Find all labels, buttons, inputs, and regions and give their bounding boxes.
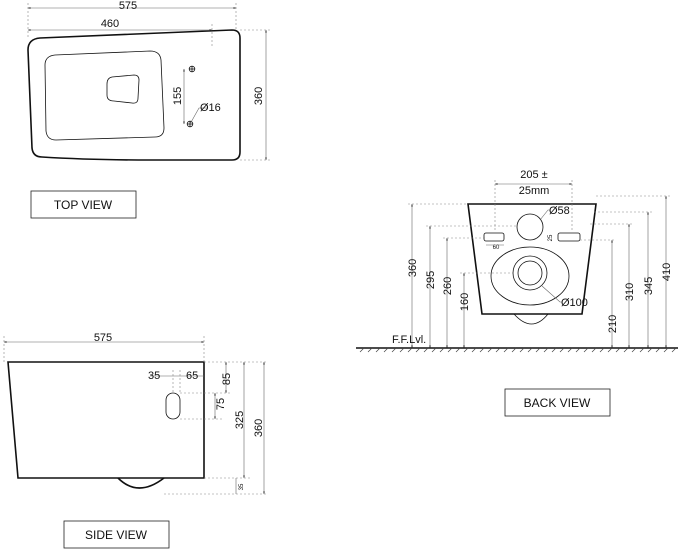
- top-view-outline: [27, 29, 241, 161]
- dim-back-310: 310: [624, 283, 636, 301]
- hatch-line: [551, 347, 557, 353]
- hatch-line: [447, 347, 453, 353]
- hatch-line: [607, 347, 613, 353]
- dim-back-spacing-line2: 25mm: [519, 185, 550, 197]
- hatch-line: [591, 347, 597, 353]
- hatch-line: [535, 347, 541, 353]
- side-view-caption-box: [63, 520, 170, 549]
- dim-top-460: 460: [101, 18, 119, 30]
- dim-side-75: 75: [215, 398, 227, 410]
- back-view-outline: [467, 203, 597, 315]
- floor-hatching: [359, 347, 677, 353]
- side-view: 575 35 65 85 75 325 360 35 SIDE VIEW: [3, 332, 268, 549]
- hatch-line: [567, 347, 573, 353]
- back-view-left-slot: [483, 232, 505, 242]
- top-view-seat-rim: [44, 50, 165, 141]
- back-view-outlet-ring: [490, 246, 570, 306]
- hatch-line: [463, 347, 469, 353]
- hatch-line: [471, 347, 477, 353]
- hatch-line: [655, 347, 661, 353]
- dim-side-small-35: 35: [239, 483, 245, 490]
- dim-side-65: 65: [186, 370, 198, 382]
- hatch-line: [527, 347, 533, 353]
- back-view-caption: BACK VIEW: [524, 396, 591, 410]
- dim-back-345: 345: [643, 277, 655, 295]
- back-view-inlet: [516, 213, 544, 241]
- back-view-right-slot: [557, 232, 581, 242]
- dim-side-325: 325: [234, 411, 246, 429]
- back-view-caption-box: [504, 388, 611, 417]
- hatch-line: [543, 347, 549, 353]
- hatch-line: [559, 347, 565, 353]
- side-view-outline: [7, 361, 205, 479]
- floor-level-label: F.F.Lvl.: [392, 334, 426, 346]
- hatch-line: [431, 347, 437, 353]
- dim-back-360: 360: [407, 259, 419, 277]
- hatch-line: [479, 347, 485, 353]
- dim-back-410: 410: [661, 263, 673, 281]
- dim-side-575: 575: [94, 332, 112, 344]
- top-view-caption-box: [30, 190, 137, 219]
- dim-back-spacing-line1: 205 ±: [520, 169, 547, 181]
- hatch-line: [599, 347, 605, 353]
- dim-side-85: 85: [221, 373, 233, 385]
- hatch-line: [375, 347, 381, 353]
- hatch-line: [487, 347, 493, 353]
- side-view-caption: SIDE VIEW: [85, 528, 148, 542]
- dim-side-360: 360: [253, 419, 265, 437]
- dim-top-hole-dia: Ø16: [200, 102, 221, 114]
- dim-back-210: 210: [607, 315, 619, 333]
- dim-back-160: 160: [459, 293, 471, 311]
- dim-top-360: 360: [253, 87, 265, 105]
- dim-back-outlet: Ø100: [561, 297, 588, 309]
- dim-top-155: 155: [172, 87, 184, 105]
- hatch-line: [647, 347, 653, 353]
- dim-back-260: 260: [442, 277, 454, 295]
- hatch-line: [503, 347, 509, 353]
- hatch-line: [455, 347, 461, 353]
- dim-side-35: 35: [148, 370, 160, 382]
- hatch-line: [631, 347, 637, 353]
- hatch-line: [383, 347, 389, 353]
- top-view: 575 460 360 155 Ø16 TOP VIEW: [27, 0, 270, 219]
- hatch-line: [367, 347, 373, 353]
- back-view-outlet-inner: [517, 260, 543, 286]
- dim-back-295: 295: [425, 271, 437, 289]
- dim-back-25: 25: [548, 234, 554, 241]
- hatch-line: [439, 347, 445, 353]
- back-view-trap-bulge: [513, 313, 549, 325]
- dim-top-575: 575: [119, 0, 137, 12]
- hatch-line: [639, 347, 645, 353]
- hatch-line: [671, 347, 677, 353]
- top-view-caption: TOP VIEW: [54, 198, 113, 212]
- side-view-inlet-slot: [165, 392, 181, 420]
- dim-back-60: 60: [493, 245, 500, 251]
- side-view-trap-bulge: [117, 477, 165, 489]
- hatch-line: [615, 347, 621, 353]
- hatch-line: [359, 347, 365, 353]
- hatch-line: [663, 347, 669, 353]
- dim-back-inlet: Ø58: [549, 205, 570, 217]
- hatch-line: [575, 347, 581, 353]
- hatch-line: [407, 347, 413, 353]
- back-view: 205 ± 25mm Ø58 Ø100 60 25 360 295 260 16…: [356, 169, 678, 417]
- hatch-line: [511, 347, 517, 353]
- top-view-drain: [106, 74, 140, 104]
- hatch-line: [519, 347, 525, 353]
- hatch-line: [583, 347, 589, 353]
- hatch-line: [495, 347, 501, 353]
- hatch-line: [623, 347, 629, 353]
- hatch-line: [391, 347, 397, 353]
- hatch-line: [415, 347, 421, 353]
- hatch-line: [399, 347, 405, 353]
- hatch-line: [423, 347, 429, 353]
